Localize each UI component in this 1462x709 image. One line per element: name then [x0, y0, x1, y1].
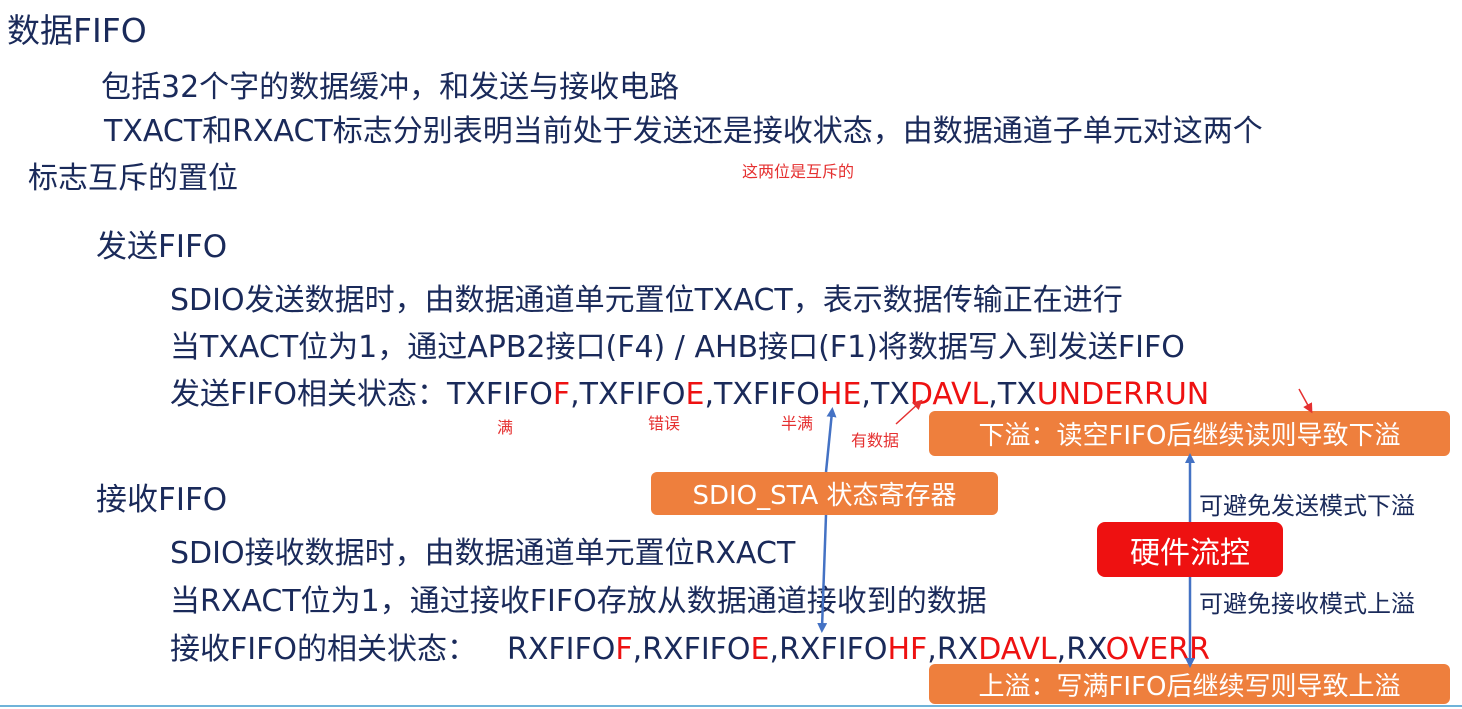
mutex-annotation: 这两位是互斥的 [742, 162, 855, 181]
rx-flag-separator: , [927, 632, 937, 667]
note-full: 满 [497, 418, 514, 437]
rx-flag-base: RXFIFO [506, 632, 616, 667]
rx-line-2: 当RXACT位为1，通过接收FIFO存放从数据通道接收到的数据 [170, 584, 987, 619]
tx-flag-highlight: E [685, 377, 705, 412]
sta-register-callout: SDIO_STA 状态寄存器 [651, 472, 998, 515]
tx-flag-base: TX [997, 377, 1037, 412]
tx-flag-base: TXFIFO [446, 377, 553, 412]
rx-status-label: 接收FIFO的相关状态： [170, 632, 477, 667]
tx-flag-separator: , [988, 377, 998, 412]
rx-status-flags: RXFIFOF,RXFIFOE,RXFIFOHF,RXDAVL,RXOVERR [507, 632, 1210, 667]
overflow-callout: 上溢：写满FIFO后继续写则导致上溢 [929, 664, 1450, 704]
sta-arrow-up [824, 407, 837, 473]
rx-flag-highlight: OVERR [1105, 632, 1210, 667]
note-has-data: 有数据 [851, 431, 900, 450]
tx-flag-highlight: UNDERRUN [1036, 377, 1210, 412]
rx-flag-highlight: HF [887, 632, 928, 667]
intro-line-2: TXACT和RXACT标志分别表明当前处于发送还是接收状态，由数据通道子单元对这… [104, 114, 1263, 149]
tx-flag-separator: , [861, 377, 871, 412]
avoid-rx-overflow-text: 可避免接收模式上溢 [1199, 590, 1415, 618]
tx-line-1: SDIO发送数据时，由数据通道单元置位TXACT，表示数据传输正在进行 [170, 283, 1123, 318]
rx-flag-highlight: DAVL [978, 632, 1057, 667]
rx-flag-separator: , [1056, 632, 1067, 667]
rx-heading: 接收FIFO [96, 482, 228, 518]
tx-line-2: 当TXACT位为1，通过APB2接口(F4) / AHB接口(F1)将数据写入到… [170, 330, 1185, 365]
tx-heading: 发送FIFO [96, 229, 228, 265]
tx-flag-highlight: F [552, 377, 571, 412]
underrun-note-arrow [1298, 388, 1313, 414]
tx-flag-separator: , [570, 377, 580, 412]
flow-control-badge: 硬件流控 [1097, 522, 1283, 577]
avoid-tx-underflow-text: 可避免发送模式下溢 [1199, 492, 1415, 520]
rx-flag-highlight: E [750, 632, 770, 667]
rx-flag-base: RX [936, 632, 979, 667]
note-half-full: 半满 [781, 414, 814, 433]
rx-flag-separator: , [632, 632, 643, 667]
tx-flag-highlight: HE [819, 377, 862, 412]
rx-status-line: 接收FIFO的相关状态：RXFIFOF,RXFIFOE,RXFIFOHF,RXD… [170, 624, 1210, 668]
rx-line-1: SDIO接收数据时，由数据通道单元置位RXACT [170, 536, 796, 571]
tx-status-label: 发送FIFO相关状态： [170, 377, 447, 412]
tx-flag-base: TX [870, 377, 910, 412]
tx-flag-highlight: DAVL [909, 377, 989, 412]
tx-flag-separator: , [704, 377, 715, 412]
note-error: 错误 [648, 414, 681, 433]
tx-status-flags: TXFIFOF,TXFIFOE,TXFIFOHE,TXDAVL,TXUNDERR… [447, 377, 1209, 412]
page-title: 数据FIFO [7, 11, 147, 50]
rx-flag-separator: , [769, 632, 780, 667]
bottom-rule [0, 705, 1462, 707]
tx-status-line: 发送FIFO相关状态：TXFIFOF,TXFIFOE,TXFIFOHE,TXDA… [170, 369, 1209, 413]
rx-flag-highlight: F [615, 632, 633, 667]
intro-line-1: 包括32个字的数据缓冲，和发送与接收电路 [101, 70, 680, 105]
tx-flag-base: TXFIFO [714, 377, 820, 412]
tx-flag-base: TXFIFO [579, 377, 686, 412]
intro-line-3: 标志互斥的置位 [28, 161, 238, 196]
underflow-callout: 下溢：读空FIFO后继续读则导致下溢 [929, 411, 1450, 456]
rx-flag-base: RXFIFO [642, 632, 751, 667]
rx-flag-base: RXFIFO [779, 632, 888, 667]
rx-flag-base: RX [1066, 632, 1106, 667]
